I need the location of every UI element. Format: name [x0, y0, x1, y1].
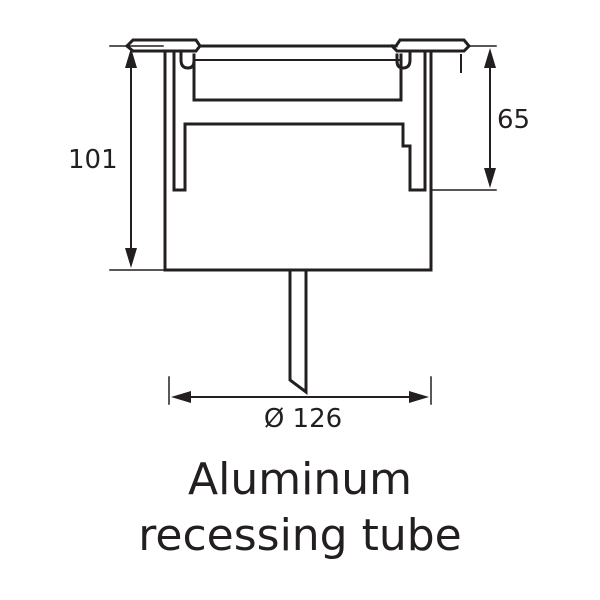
- caption-line-2: recessing tube: [138, 510, 462, 561]
- dimension-overall-height: [109, 45, 164, 271]
- dimension-insert-depth: [432, 45, 497, 191]
- top-flange: [124, 38, 472, 53]
- right-inner-wall: [401, 49, 427, 192]
- dimension-diameter: [168, 376, 432, 405]
- tube-body: [163, 49, 433, 272]
- cable-spike: [288, 268, 308, 395]
- diameter-label: Ø 126: [264, 404, 342, 434]
- caption-line-1: Aluminum: [188, 454, 412, 505]
- right-clip: [395, 49, 412, 70]
- overall-height-label: 101: [68, 145, 118, 175]
- inner-cup: [192, 53, 403, 102]
- insert-depth-label: 65: [497, 105, 530, 135]
- left-inner-wall: [172, 49, 187, 192]
- left-clip: [179, 49, 196, 70]
